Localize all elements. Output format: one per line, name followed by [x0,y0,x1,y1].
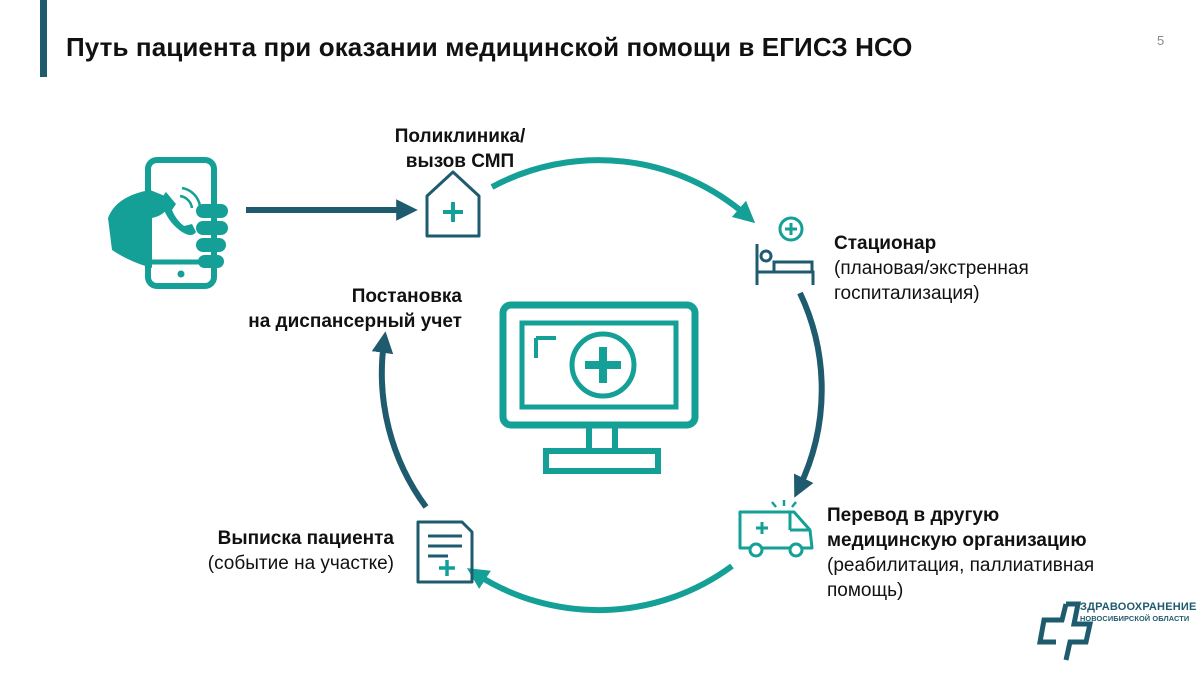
discharge-label-title: Выписка пациента [217,528,394,549]
monitor-icon [499,301,699,474]
page-number: 5 [1157,33,1165,48]
hospital-label-line1: (плановая/экстренная [834,258,1029,279]
ambulance-icon [738,500,814,558]
transfer-label-line2: медицинскую организацию [827,530,1087,551]
transfer-label-line3: (реабилитация, паллиативная [827,555,1095,576]
clinic-icon [425,170,481,238]
polyclinic-label-line1: Поликлиника/ [394,126,526,147]
transfer-label-line4: помощь) [827,580,904,601]
transfer-label: Перевод в другую медицинскую организацию… [827,503,1094,603]
transfer-label-line1: Перевод в другую [827,505,1000,526]
hospital-label-title: Стационар [834,233,937,254]
logo-text: ЗДРАВООХРАНЕНИЕ НОВОСИБИРСКОЙ ОБЛАСТИ [1080,601,1197,625]
hand-phone-icon [108,157,228,289]
discharge-label: Выписка пациента (событие на участке) [140,526,394,576]
arrow-polyclinic-to-hospital [490,157,756,224]
medical-document-icon [416,520,474,584]
registration-label-line2: на диспансерный учет [248,311,462,332]
health-logo-icon [1037,601,1094,661]
polyclinic-label: Поликлиника/ вызов СМП [360,124,560,174]
logo-text-line2: НОВОСИБИРСКОЙ ОБЛАСТИ [1080,614,1190,623]
registration-label: Постановка на диспансерный учет [200,284,462,334]
arrow-discharge-to-registration [371,331,429,509]
hospital-label-line2: госпитализация) [834,283,980,304]
polyclinic-label-line2: вызов СМП [405,151,515,172]
logo-text-line1: ЗДРАВООХРАНЕНИЕ [1080,601,1197,613]
slide-title: Путь пациента при оказании медицинской п… [66,32,913,62]
registration-label-line1: Постановка [351,286,462,307]
hospital-bed-icon [755,216,815,285]
arrow-hospital-to-transfer [794,291,825,498]
arrow-transfer-to-discharge [466,563,734,614]
title-accent-bar [40,0,47,77]
discharge-label-subtitle: (событие на участке) [207,553,394,574]
hospital-label: Стационар (плановая/экстренная госпитали… [834,231,1029,306]
